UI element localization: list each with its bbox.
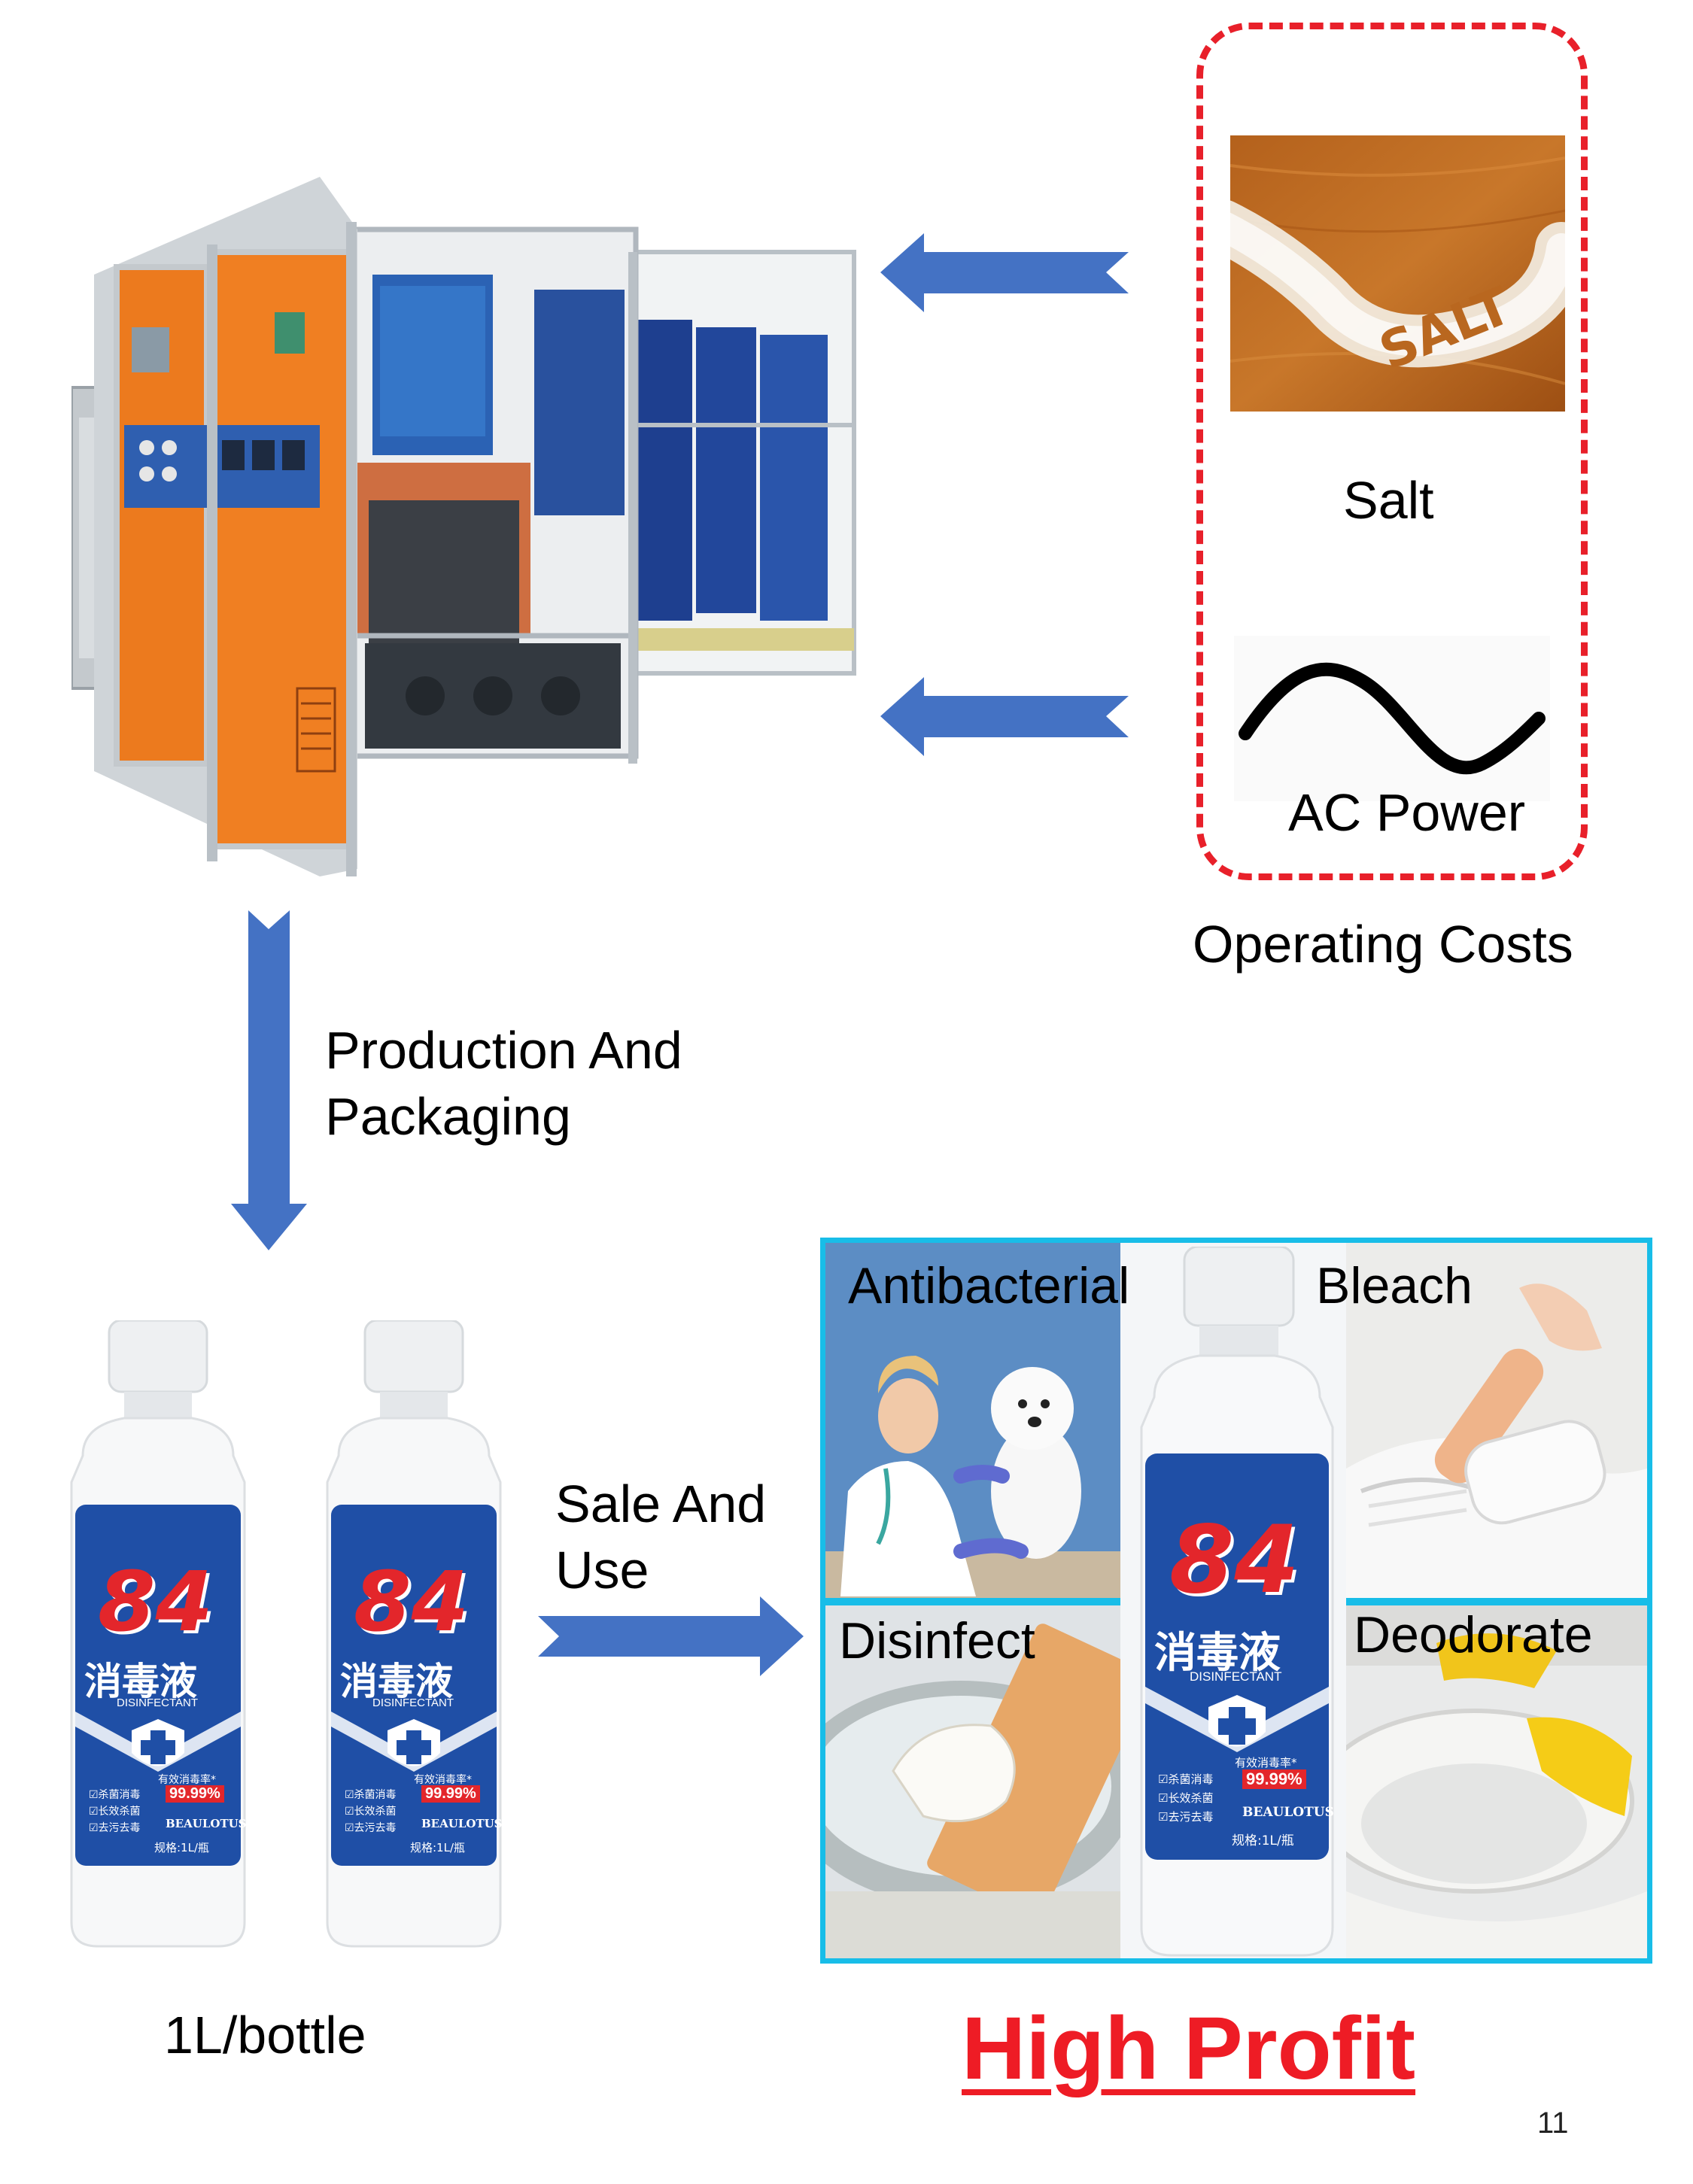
disinfect-photo [825, 1605, 1120, 1958]
bottle-84-number: 84 [98, 1554, 214, 1650]
power-input-arrow [880, 677, 1129, 756]
featured-bottle-english-name: DISINFECTANT [1190, 1669, 1282, 1684]
bottle-brand: BEAULOTUS [166, 1817, 247, 1830]
bottle-feature-2: ☑长效杀菌 [89, 1806, 141, 1818]
featured-bottle-84-number: 84 [1169, 1506, 1299, 1614]
bottle-efficacy-rate: 99.99% [421, 1785, 480, 1803]
bottle-size-label: 1L/bottle [164, 2006, 366, 2064]
ac-power-label: AC Power [1288, 783, 1526, 842]
disinfect-label: Disinfect [839, 1612, 1035, 1669]
operating-costs-caption: Operating Costs [1193, 915, 1573, 974]
sale-arrow [538, 1596, 804, 1676]
production-line-1: Production And [325, 1021, 682, 1080]
featured-bottle-feature-2: ☑长效杀菌 [1158, 1791, 1214, 1805]
bottle-feature-3: ☑去污去毒 [89, 1822, 141, 1834]
deodorate-photo [1346, 1605, 1647, 1958]
sale-line-2: Use [555, 1541, 649, 1599]
bleach-label: Bleach [1316, 1257, 1473, 1314]
salt-input-arrow [880, 233, 1129, 312]
bottle-feature-2: ☑长效杀菌 [345, 1806, 397, 1818]
electrolysis-machine-image [71, 177, 856, 876]
featured-bottle-efficacy-title: 有效消毒率* [1235, 1756, 1297, 1769]
bottle-english-name: DISINFECTANT [117, 1696, 199, 1709]
bottle-feature-1: ☑杀菌消毒 [89, 1789, 141, 1801]
production-arrow [231, 910, 307, 1250]
bottle-chinese-name: 消毒液 [340, 1660, 453, 1703]
antibacterial-photo [825, 1243, 1120, 1598]
bottle-efficacy-title: 有效消毒率* [158, 1774, 216, 1786]
sale-caption: Sale And Use [555, 1471, 766, 1603]
disinfectant-bottle: 84 消毒液 DISINFECTANT 有效消毒率* 99.99% ☑杀菌消毒 … [53, 1320, 263, 1949]
salt-photo: SALT [1230, 135, 1565, 412]
antibacterial-label: Antibacterial [848, 1257, 1130, 1314]
featured-bottle-spec: 规格:1L/瓶 [1232, 1833, 1294, 1848]
panel-divider-right [1346, 1598, 1647, 1605]
bottle-brand: BEAULOTUS [421, 1817, 503, 1830]
featured-bottle-efficacy-rate: 99.99% [1242, 1769, 1306, 1789]
sale-line-1: Sale And [555, 1475, 767, 1533]
panel-divider-left [825, 1598, 1120, 1605]
bottle-efficacy-title: 有效消毒率* [414, 1774, 472, 1786]
deodorate-label: Deodorate [1354, 1606, 1593, 1663]
salt-label: Salt [1343, 471, 1434, 530]
bottle-spec: 规格:1L/瓶 [154, 1841, 210, 1854]
bottle-feature-3: ☑去污去毒 [345, 1822, 397, 1834]
featured-bottle-feature-1: ☑杀菌消毒 [1158, 1772, 1214, 1786]
production-caption: Production And Packaging [325, 1017, 682, 1150]
featured-bottle-brand: BEAULOTUS [1242, 1805, 1334, 1820]
bottle-spec: 规格:1L/瓶 [410, 1841, 466, 1854]
bleach-photo [1346, 1243, 1647, 1598]
bottle-84-number: 84 [354, 1554, 470, 1650]
disinfectant-bottle: 84 消毒液 DISINFECTANT 有效消毒率* 99.99% ☑杀菌消毒 … [309, 1320, 519, 1949]
bottle-english-name: DISINFECTANT [372, 1696, 454, 1709]
page-number: 11 [1537, 2107, 1569, 2140]
operating-costs-box [1196, 23, 1588, 880]
bottle-feature-1: ☑杀菌消毒 [345, 1789, 397, 1801]
high-profit-headline: High Profit [962, 1999, 1416, 2098]
production-line-2: Packaging [325, 1087, 571, 1146]
bottle-efficacy-rate: 99.99% [166, 1785, 224, 1803]
featured-bottle-feature-3: ☑去污去毒 [1158, 1810, 1214, 1824]
product-uses-panel: 84 消毒液 DISINFECTANT 有效消毒率* 99.99% ☑杀菌消毒 … [820, 1238, 1652, 1964]
bottle-chinese-name: 消毒液 [84, 1660, 197, 1703]
featured-bottle-chinese-name: 消毒液 [1154, 1629, 1281, 1678]
ac-power-icon [1234, 636, 1550, 801]
featured-disinfectant-bottle: 84 消毒液 DISINFECTANT 有效消毒率* 99.99% ☑杀菌消毒 … [1120, 1247, 1354, 1958]
